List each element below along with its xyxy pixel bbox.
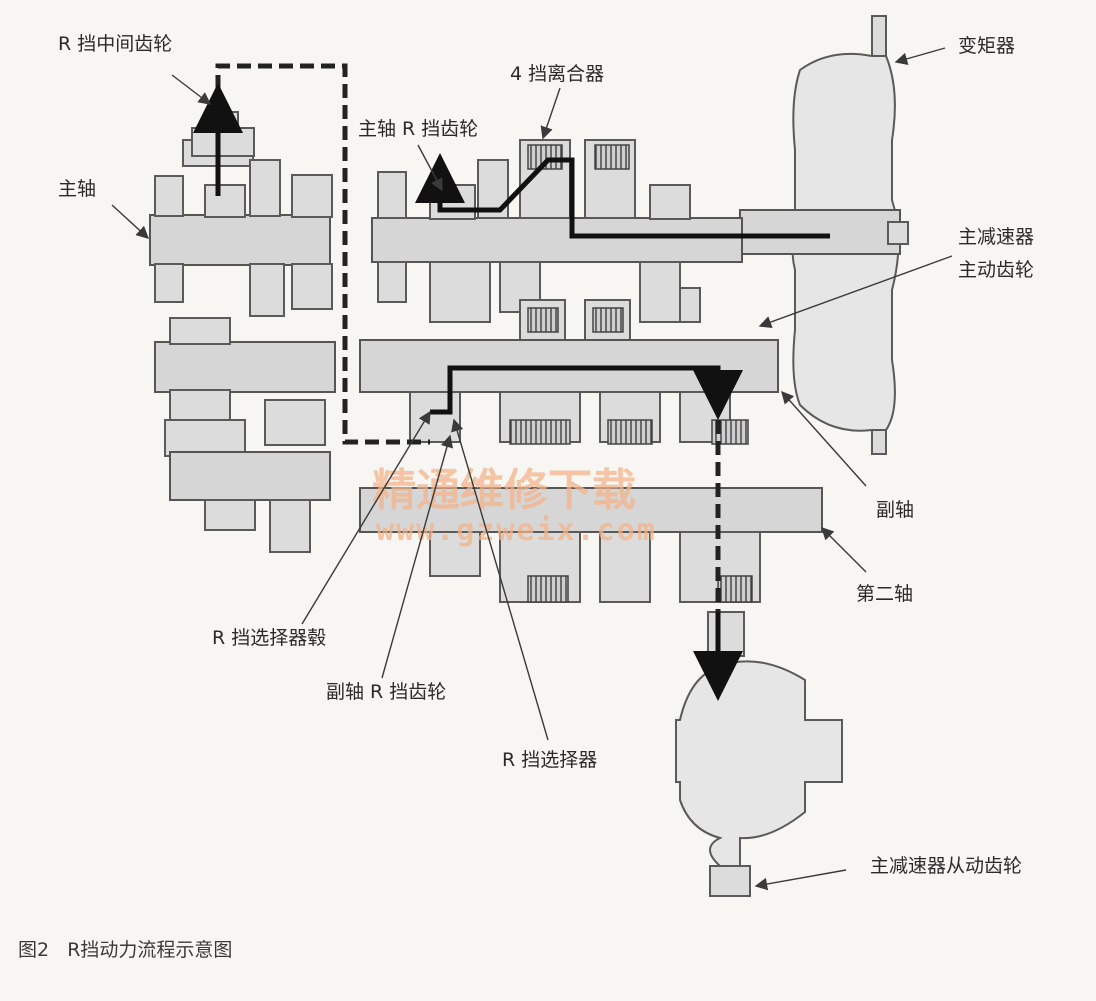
label-r-idler-gear: R 挡中间齿轮	[58, 33, 172, 55]
label-final-drive-gear-2: 主动齿轮	[958, 259, 1034, 281]
second-shaft-drawing	[169, 451, 823, 603]
label-second-shaft: 第二轴	[856, 583, 913, 605]
label-countershaft: 副轴	[876, 499, 914, 521]
torque-converter-drawing	[739, 15, 909, 455]
countershaft-drawing	[154, 317, 779, 457]
watermark-line2: www.gzweix.com	[376, 513, 657, 548]
label-countershaft-r-gear: 副轴 R 挡齿轮	[326, 681, 446, 703]
label-final-drive-gear-1: 主减速器	[958, 226, 1034, 248]
figure-caption: 图2 R挡动力流程示意图	[18, 939, 232, 961]
r-idler-gear-drawing	[191, 111, 255, 157]
label-r-selector: R 挡选择器	[502, 749, 597, 771]
main-shaft-drawing	[149, 139, 743, 341]
final-driven-gear-drawing	[675, 611, 843, 897]
watermark-line1: 精通维修下载	[372, 465, 636, 516]
label-main-shaft: 主轴	[58, 178, 96, 200]
r-idler-dashed-path	[215, 63, 430, 445]
power-flow-path-counter	[430, 365, 743, 420]
label-fourth-clutch: 4 挡离合器	[510, 63, 604, 85]
label-r-selector-hub: R 挡选择器毂	[212, 627, 326, 649]
label-final-driven-gear: 主减速器从动齿轮	[870, 855, 1022, 877]
label-torque-converter: 变矩器	[958, 35, 1015, 57]
power-flow-path-main	[415, 153, 830, 239]
label-mainshaft-r-gear: 主轴 R 挡齿轮	[358, 118, 478, 140]
